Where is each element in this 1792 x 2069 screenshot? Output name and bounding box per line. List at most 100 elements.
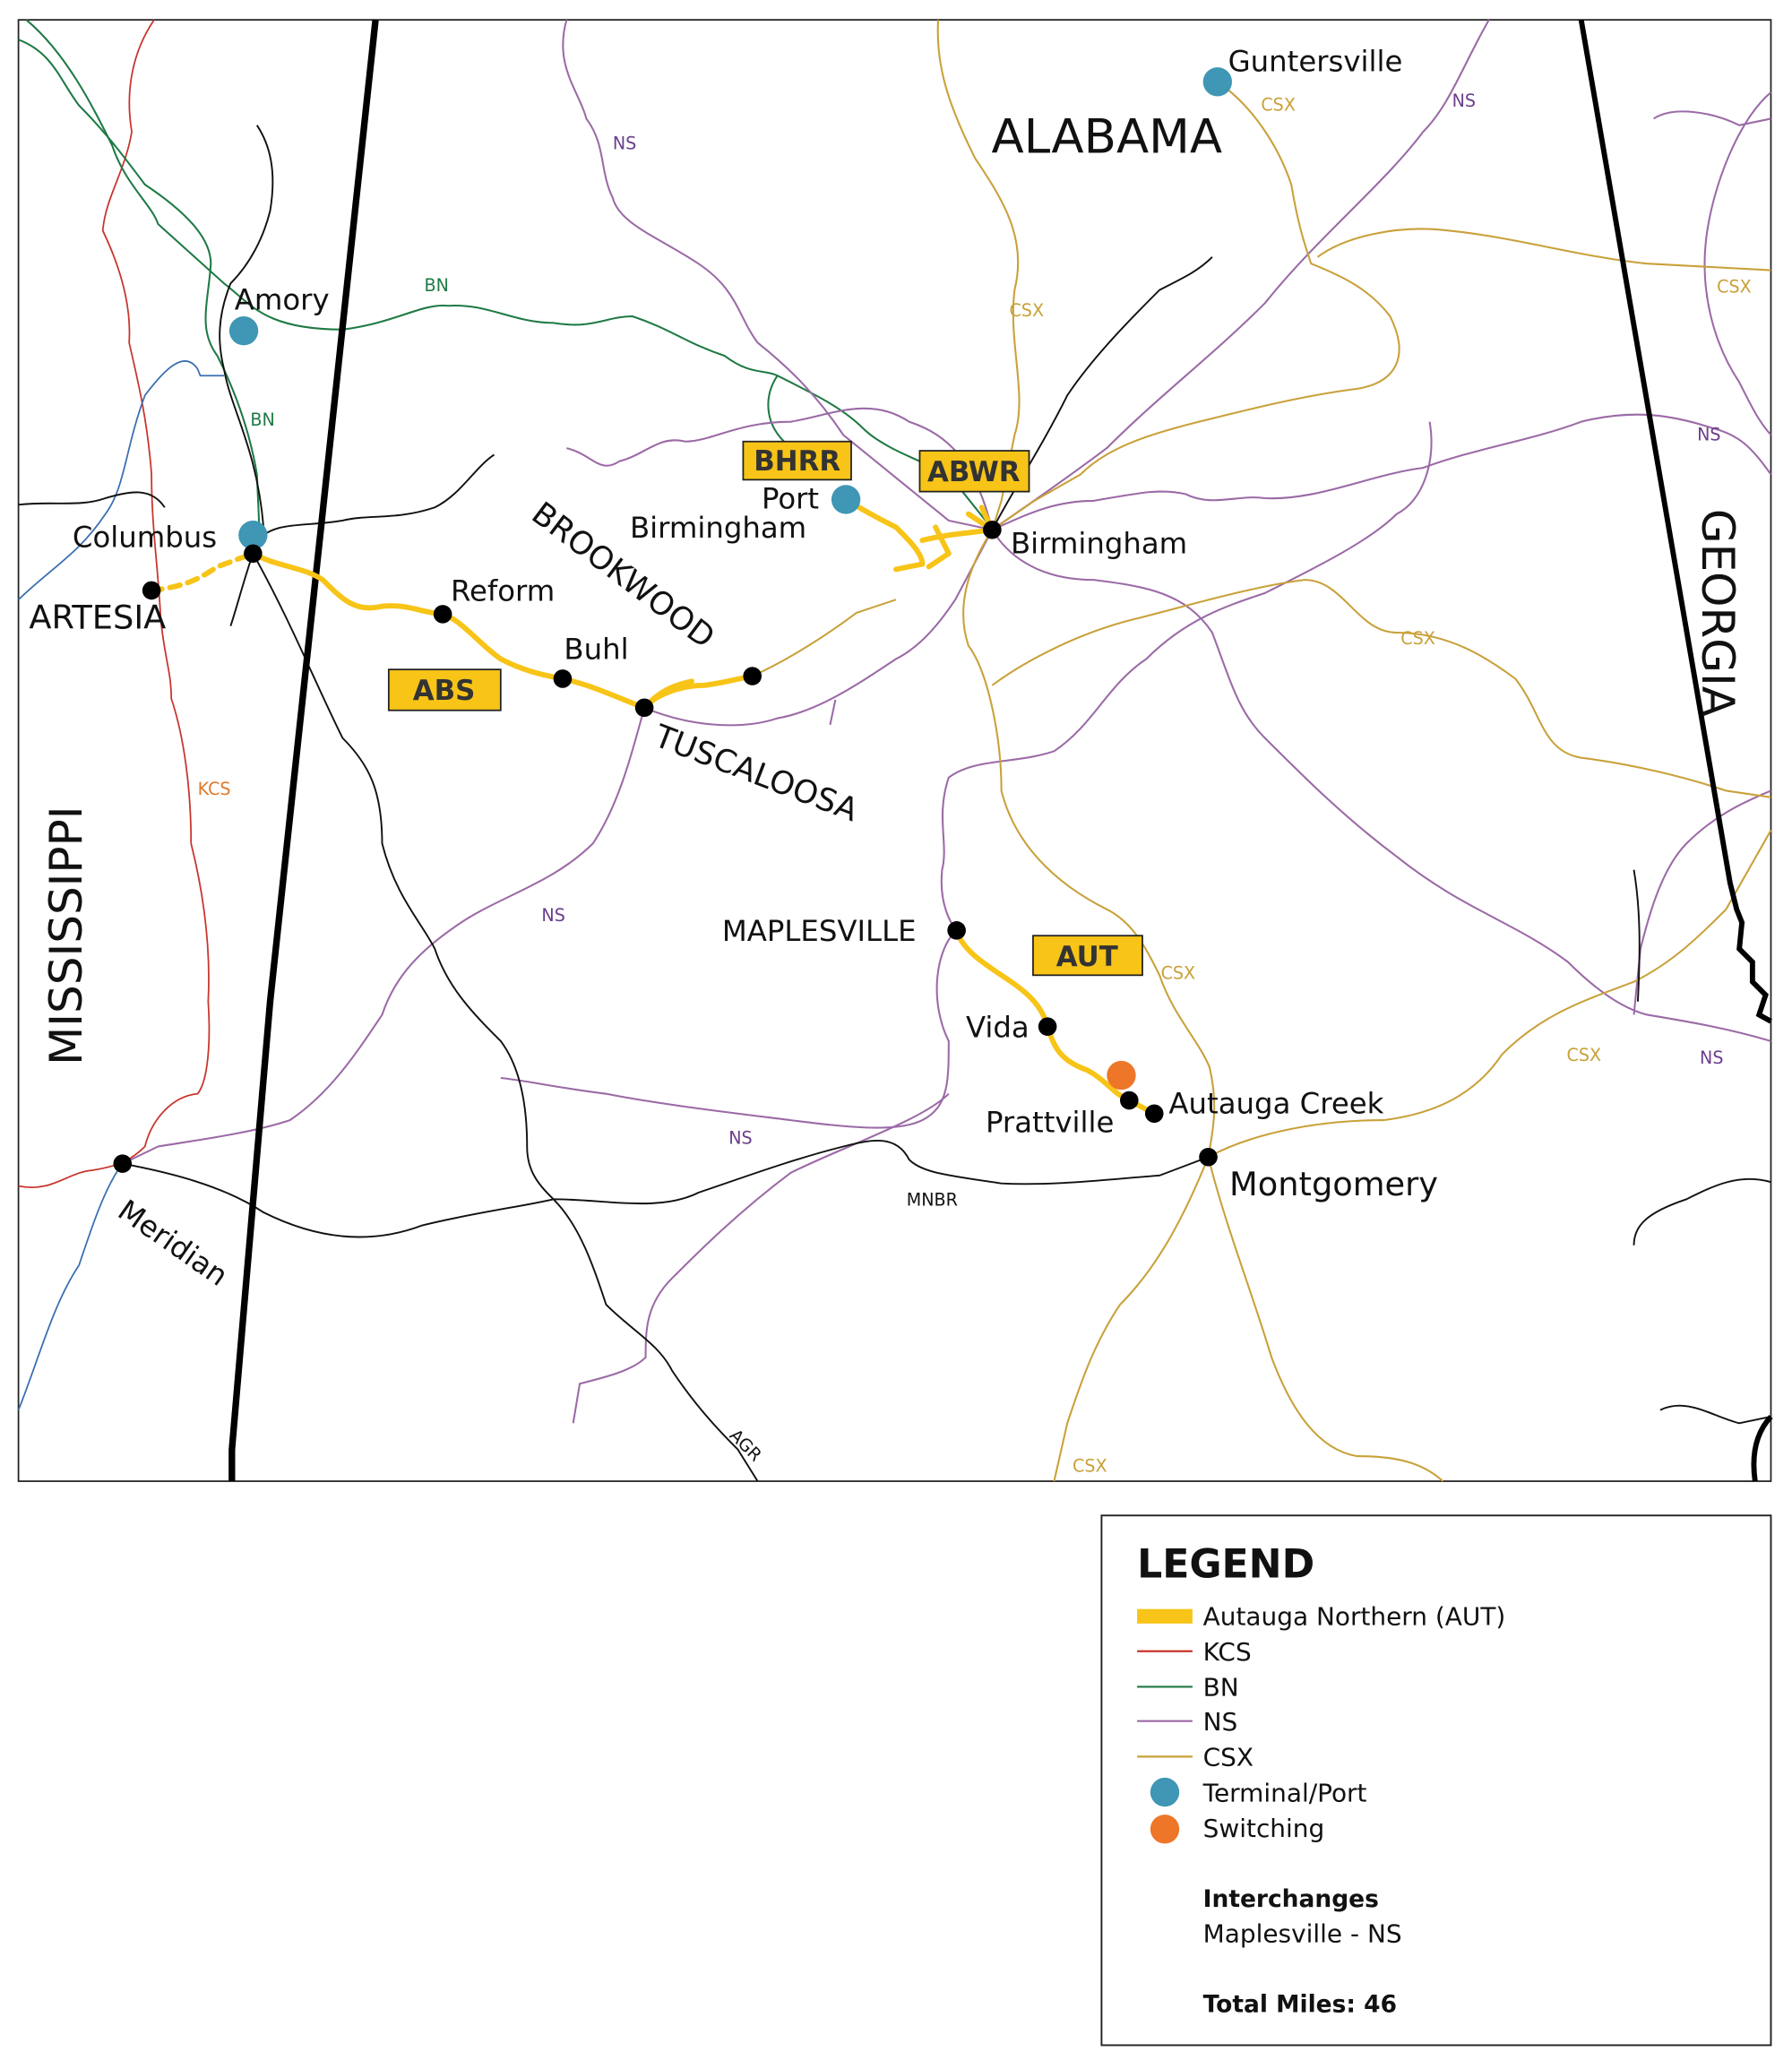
state-border-al-ga	[1751, 1414, 1773, 1482]
other-line	[1633, 869, 1641, 1002]
legend-label: NS	[1203, 1707, 1238, 1737]
station-columbus	[244, 544, 263, 564]
abs-dashed-route	[149, 550, 256, 593]
station-prattville	[1120, 1091, 1139, 1110]
station-vida	[1038, 1017, 1057, 1036]
csx-line	[936, 20, 1021, 530]
ns-line	[122, 707, 646, 1165]
ns-line	[500, 421, 1433, 1129]
rail-label-csx: CSX	[1073, 1456, 1107, 1477]
other-line	[252, 553, 759, 1482]
rail-label-ns: NS	[541, 905, 564, 926]
city-label: ARTESIA	[29, 599, 166, 637]
legend-interchanges-title: Interchanges	[1203, 1885, 1379, 1913]
other-line	[17, 1163, 124, 1410]
station-artesia	[142, 581, 161, 600]
abs-label: ABS	[413, 675, 476, 707]
rail-labels: BN BN NS NS NS NS NS NS CSX CSX CSX CSX …	[198, 91, 1752, 1477]
railroad-box-abs: ABS	[387, 668, 502, 711]
other-line	[1633, 1177, 1771, 1246]
abs-route	[250, 550, 755, 711]
csx-line	[1208, 830, 1772, 1159]
rail-label-kcs: KCS	[198, 779, 231, 799]
city-label: Prattville	[986, 1105, 1114, 1139]
station-maplesville	[947, 921, 966, 940]
ns-line	[562, 19, 993, 531]
state-label-mississippi: MISSISSIPPI	[40, 806, 92, 1065]
map-frame	[17, 19, 1772, 1482]
legend-swatch-switching	[1150, 1815, 1180, 1844]
state-label-alabama: ALABAMA	[992, 110, 1223, 165]
legend-label: CSX	[1203, 1743, 1254, 1772]
rail-label-ns: NS	[1700, 1047, 1723, 1068]
terminal-amory	[228, 316, 259, 346]
ns-line	[566, 407, 994, 530]
other-line	[256, 453, 495, 541]
railroad-box-aut: AUT	[1032, 935, 1143, 977]
station-autauga-creek	[1144, 1104, 1164, 1124]
terminal-points	[228, 67, 1232, 1091]
legend-label: Autauga Northern (AUT)	[1203, 1601, 1506, 1631]
city-label: Birmingham	[1011, 527, 1187, 561]
ns-line	[1633, 789, 1771, 1015]
legend-swatch-terminal	[1150, 1777, 1180, 1807]
csx-line	[1207, 1157, 1443, 1482]
bhrr-route	[843, 496, 995, 573]
city-label: Birmingham	[630, 511, 806, 545]
switching-point	[1107, 1060, 1136, 1091]
rail-label-ns: NS	[613, 133, 636, 153]
railroad-lines	[17, 19, 1772, 1482]
rail-label-csx: CSX	[1009, 300, 1044, 321]
city-label: Amory	[235, 283, 330, 317]
rail-label-csx: CSX	[1400, 628, 1435, 649]
railroad-box-bhrr: BHRR	[742, 440, 852, 481]
aut-label: AUT	[1056, 941, 1118, 973]
csx-line	[991, 81, 1400, 531]
station-brookwood	[743, 667, 762, 685]
rail-label-bn: BN	[425, 275, 449, 296]
state-border-ms-al	[228, 19, 379, 1482]
rail-label-ns: NS	[1697, 424, 1720, 444]
abwr-label: ABWR	[927, 456, 1021, 488]
ns-line	[643, 529, 994, 727]
rail-label-ns: NS	[728, 1128, 752, 1149]
ns-line	[1653, 110, 1771, 126]
kcs-line	[18, 19, 211, 1188]
bhrr-label: BHRR	[754, 445, 840, 478]
legend-total-miles: Total Miles: 46	[1203, 1991, 1397, 2019]
station-tuscaloosa	[634, 698, 654, 718]
state-border-al-ga	[1578, 19, 1772, 1024]
other-line	[17, 360, 225, 600]
station-meridian	[113, 1154, 133, 1173]
city-label: Buhl	[564, 632, 628, 666]
terminal-port-birmingham	[831, 485, 861, 514]
legend-interchanges: Maplesville - NS	[1203, 1919, 1402, 1949]
terminal-columbus	[238, 520, 268, 550]
station-birmingham	[983, 520, 1002, 539]
csx-line	[991, 579, 1771, 798]
rail-label-bn: BN	[250, 409, 274, 430]
city-label: Montgomery	[1229, 1165, 1438, 1203]
city-label: Columbus	[73, 520, 217, 554]
city-label: MAPLESVILLE	[722, 914, 917, 948]
city-label: Autauga Creek	[1168, 1087, 1383, 1121]
bn-line	[18, 39, 261, 534]
csx-line	[752, 599, 897, 677]
city-label: Guntersville	[1228, 45, 1403, 79]
legend-label: Switching	[1203, 1814, 1325, 1843]
ns-line	[991, 413, 1772, 531]
ns-line	[991, 529, 1771, 1042]
terminal-guntersville	[1202, 67, 1232, 97]
legend-label: KCS	[1203, 1637, 1252, 1667]
railroad-box-abwr: ABWR	[918, 450, 1030, 493]
csx-line	[1316, 228, 1771, 272]
shortline-routes	[149, 496, 1158, 1116]
rail-label-ns: NS	[1452, 91, 1476, 111]
csx-line	[1053, 1156, 1210, 1482]
other-line	[219, 125, 274, 528]
ns-line	[829, 699, 837, 726]
rail-label-csx: CSX	[1567, 1045, 1602, 1065]
state-label-georgia: GEORGIA	[1692, 509, 1744, 717]
bn-line	[767, 375, 785, 443]
